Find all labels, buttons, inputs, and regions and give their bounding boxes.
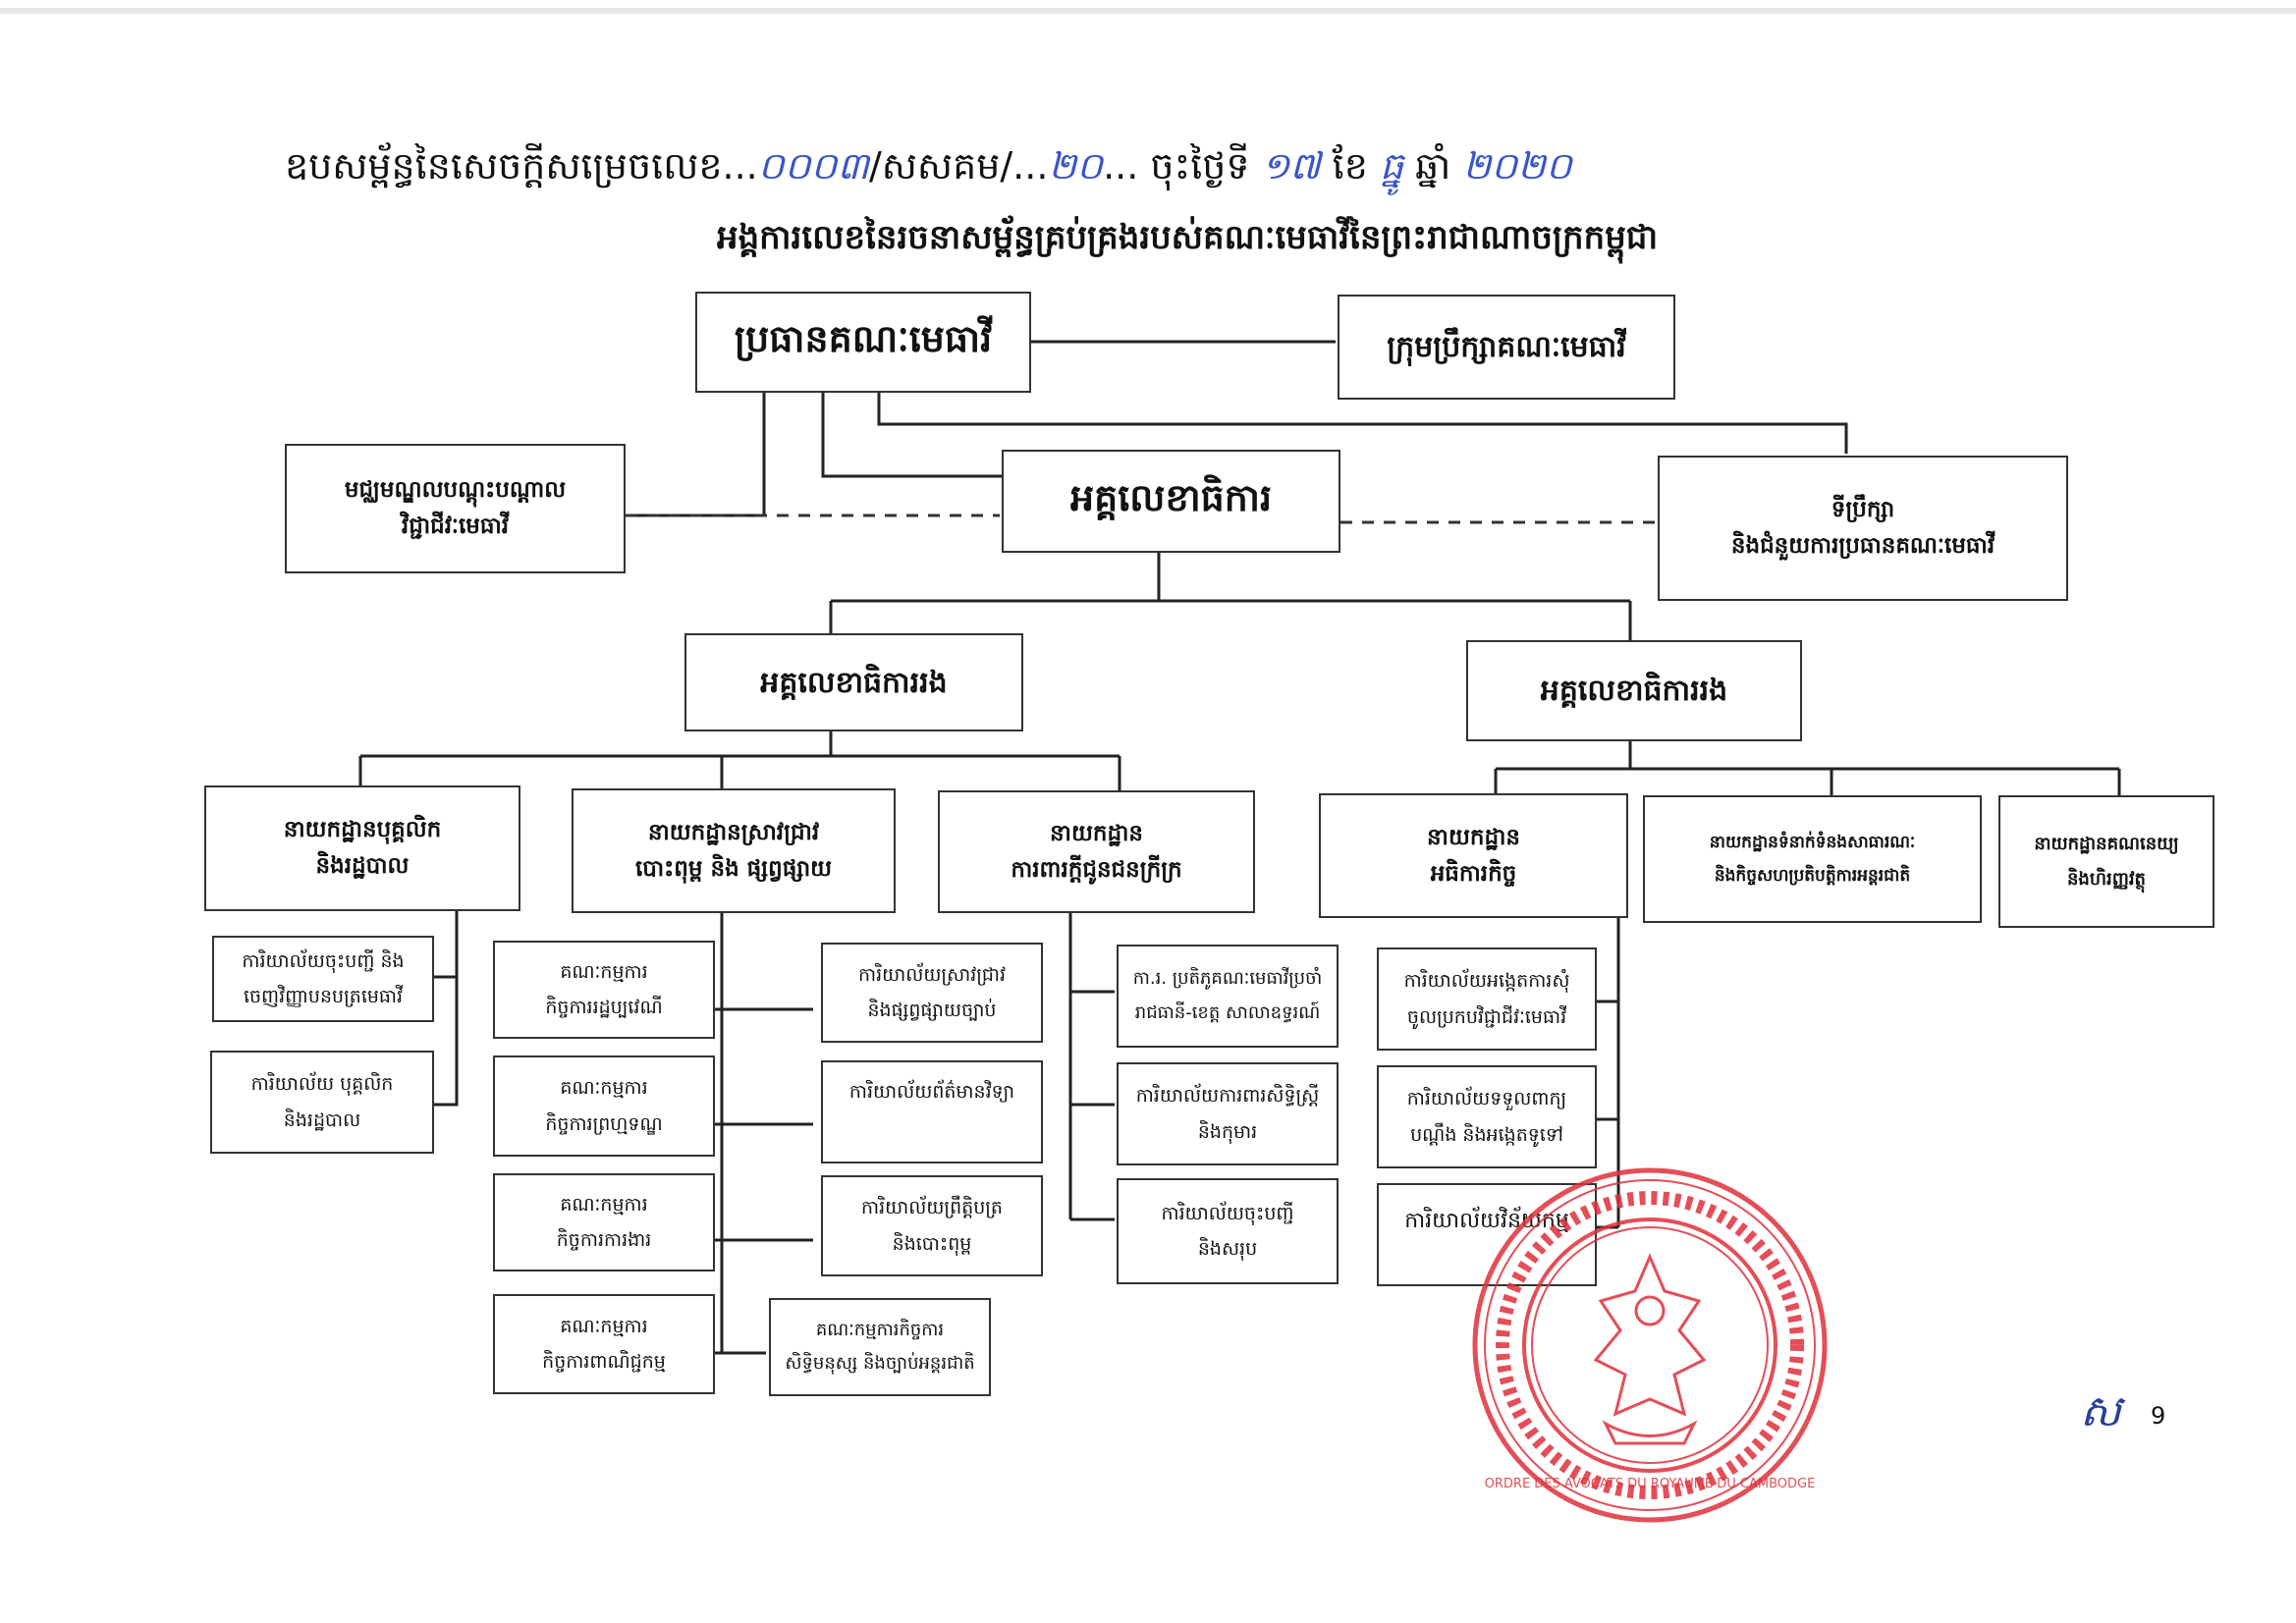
seal-text: ORDRE DES AVOCATS DU ROYAUME DU CAMBODGE [1485, 1477, 1816, 1491]
year-label: ឆ្នាំ [1415, 144, 1451, 188]
committee-civil-box: គណៈកម្មការ កិច្ចការរដ្ឋប្បវេណី [493, 941, 715, 1039]
committee-labor-box: គណៈកម្មការ កិច្ចការការងារ [493, 1173, 715, 1271]
year-value: ២០២០ [1462, 144, 1572, 188]
handwritten-number: ២០ [1048, 144, 1104, 188]
committee-human-rights-box: គណៈកម្មការកិច្ចការ សិទ្ធិមនុស្ស និងច្បាប… [769, 1298, 991, 1396]
office-complaints-box: ការិយាល័យទទួលពាក្យ បណ្ដឹង និងអង្កេតទូទៅ [1377, 1065, 1597, 1168]
signature-initials: ស [2080, 1386, 2121, 1436]
chart-title: អង្គការលេខនៃរចនាសម្ព័ន្ធគ្រប់គ្រងរបស់គណៈ… [717, 218, 1659, 257]
office-registration-box: ការិយាល័យចុះបញ្ជី និង ចេញវិញ្ញាបនបត្រមេធ… [212, 936, 434, 1022]
decision-number: ០០០៣ [757, 144, 869, 188]
secretary-general-box: អគ្គលេខាធិការ [1002, 450, 1340, 553]
header-prefix: ឧបសម្ព័ន្ធនៃសេចក្ដីសម្រេចលេខ [285, 144, 723, 188]
dept-research-box: នាយកដ្ឋានស្រាវជ្រាវ បោះពុម្ព និង ផ្សព្វផ… [572, 788, 896, 913]
office-registry-summary-box: ការិយាល័យចុះបញ្ជី និងសរុប [1117, 1178, 1339, 1284]
header-sep: /សសគម/ [868, 144, 1013, 188]
office-it-box: ការិយាល័យព័ត៌មានវិទ្យា [821, 1060, 1043, 1163]
deputy-secretary-left-box: អគ្គលេខាធិការរង [684, 633, 1023, 731]
page-number: 9 [2151, 1402, 2166, 1430]
deputy-secretary-right-box: អគ្គលេខាធិការរង [1466, 640, 1802, 741]
committee-commerce-box: គណៈកម្មការ កិច្ចការពាណិជ្ជកម្ម [493, 1294, 715, 1394]
dept-personnel-box: នាយកដ្ឋានបុគ្គលិក និងរដ្ឋបាល [204, 785, 520, 911]
office-admission-inquiry-box: ការិយាល័យអង្កេតការសុំ ចូលប្រកបវិជ្ជាជីវៈ… [1377, 947, 1597, 1051]
council-box: ក្រុមប្រឹក្សាគណៈមេធាវី [1338, 295, 1675, 400]
training-center-box: មជ្ឈមណ្ឌលបណ្ដុះបណ្ដាល វិជ្ជាជីវៈមេធាវី [285, 444, 626, 573]
president-box: ប្រធានគណៈមេធាវី [695, 292, 1031, 393]
committee-criminal-box: គណៈកម្មការ កិច្ចការព្រហ្មទណ្ឌ [493, 1055, 715, 1157]
date-label: ចុះថ្ងៃទី [1150, 144, 1250, 188]
month-label: ខែ [1332, 144, 1368, 188]
decision-header: ឧបសម្ព័ន្ធនៃសេចក្ដីសម្រេចលេខ...០០០៣/សសគម… [285, 144, 1572, 188]
office-delegates-box: កា.រ. ប្រតិភូគណៈមេធាវីប្រចាំ រាជធានី-ខេត… [1117, 945, 1339, 1048]
office-women-children-box: ការិយាល័យការពារសិទ្ធិស្ត្រី និងកុមារ [1117, 1062, 1339, 1165]
dept-finance-box: នាយកដ្ឋានគណនេយ្យ និងហិរញ្ញវត្ថុ [1998, 795, 2214, 928]
dept-legal-aid-box: នាយកដ្ឋាន ការពារក្ដីជូនជនក្រីក្រ [938, 790, 1255, 913]
advisor-box: ទីប្រឹក្សា និងជំនួយការប្រធានគណៈមេធាវី [1658, 456, 2068, 601]
office-personnel-box: ការិយាល័យ បុគ្គលិក និងរដ្ឋបាល [210, 1051, 434, 1154]
dept-public-relations-box: នាយកដ្ឋានទំនាក់ទំនងសាធារណៈ និងកិច្ចសហប្រ… [1643, 795, 1982, 923]
dept-affairs-box: នាយកដ្ឋាន អធិការកិច្ច [1319, 793, 1628, 918]
page-top-edge [0, 8, 2296, 14]
office-research-box: ការិយាល័យស្រាវជ្រាវ និងផ្សព្វផ្សាយច្បាប់ [821, 943, 1043, 1043]
official-seal-stamp: ORDRE DES AVOCATS DU ROYAUME DU CAMBODGE [1472, 1167, 1828, 1523]
office-bulletin-box: ការិយាល័យព្រឹត្តិបត្រ និងបោះពុម្ព [821, 1175, 1043, 1276]
day-value: ១៧ [1261, 144, 1321, 188]
month-value: ធ្នូ [1379, 144, 1404, 188]
